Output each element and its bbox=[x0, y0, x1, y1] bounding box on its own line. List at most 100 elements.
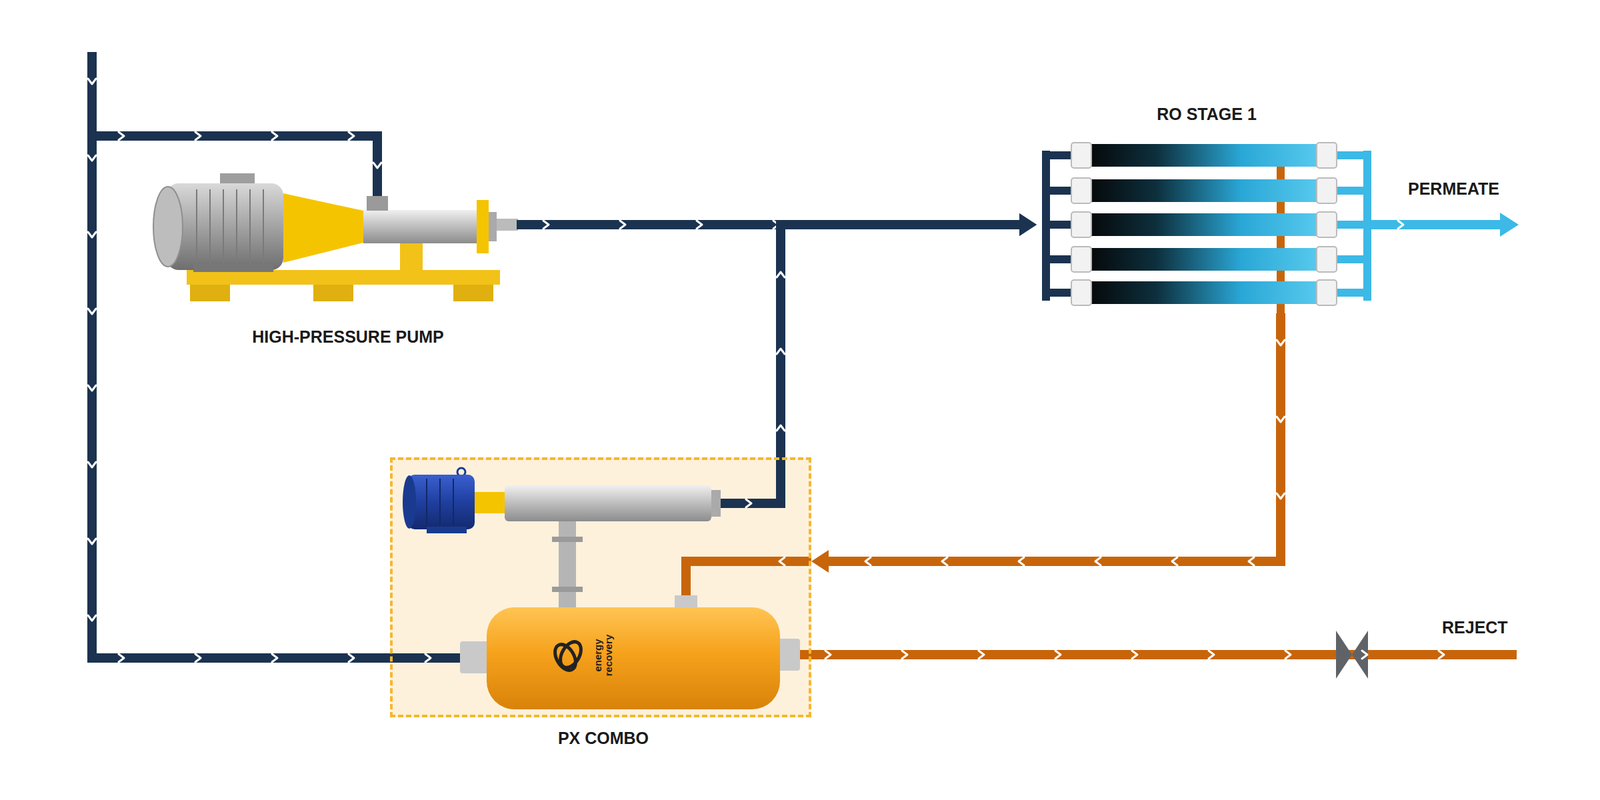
motor-feet bbox=[193, 264, 274, 272]
node-heading: RO STAGE 1 bbox=[1156, 104, 1257, 124]
pump-baseplate bbox=[186, 270, 500, 285]
flow-chevron bbox=[825, 650, 831, 659]
process-node: RO STAGE 1 bbox=[1036, 100, 1377, 314]
motor-rib bbox=[236, 189, 238, 264]
pump-foot bbox=[453, 284, 494, 302]
flow-chevron bbox=[1276, 416, 1285, 422]
motor-rib bbox=[452, 478, 454, 526]
booster-coupling bbox=[474, 492, 505, 514]
vessel-cap bbox=[1071, 246, 1092, 272]
pump-foot bbox=[313, 284, 354, 302]
flow-chevron bbox=[865, 557, 871, 566]
flow-chevron bbox=[88, 385, 96, 391]
flow-chevron bbox=[1172, 557, 1178, 566]
vessel-cap bbox=[1071, 280, 1092, 306]
flow-chevron bbox=[195, 132, 201, 140]
flow-chevron bbox=[776, 425, 785, 431]
vessel-cap bbox=[1316, 178, 1337, 204]
motor-feet bbox=[426, 526, 467, 534]
feed-line bbox=[92, 52, 460, 658]
vessel-cap bbox=[1071, 212, 1092, 238]
flow-chevron bbox=[942, 557, 948, 566]
flow-chevron bbox=[779, 557, 785, 566]
membrane-vessel bbox=[1046, 246, 1367, 272]
manifold-stub bbox=[1046, 255, 1074, 264]
flow-chevron bbox=[902, 650, 908, 659]
discharge-flange bbox=[488, 212, 497, 242]
text-slot: HIGH-PRESSURE PUMP bbox=[252, 326, 444, 347]
flow-chevron bbox=[776, 348, 785, 354]
flow-chevron bbox=[88, 615, 96, 621]
flow-chevron bbox=[348, 132, 354, 140]
manifold-stub bbox=[1333, 255, 1367, 264]
logo-text: energy recovery bbox=[592, 623, 614, 688]
flow-chevron bbox=[776, 272, 785, 278]
logo-mark bbox=[556, 638, 586, 671]
flow-chevron bbox=[88, 78, 96, 84]
flow-chevron bbox=[1018, 557, 1024, 566]
flow-chevron bbox=[696, 220, 702, 229]
manifold-stub bbox=[1046, 288, 1074, 297]
flow-chevron bbox=[1095, 557, 1101, 566]
booster-motor-end bbox=[402, 475, 416, 529]
flow-chevron bbox=[348, 654, 354, 662]
flow-chevron bbox=[1208, 650, 1214, 659]
px-vessel bbox=[486, 607, 780, 710]
valve-symbol bbox=[1352, 630, 1368, 679]
motor-rib bbox=[222, 189, 224, 264]
flow-chevron bbox=[118, 654, 124, 662]
membrane-vessel bbox=[1046, 178, 1367, 204]
manifold-stub bbox=[1333, 220, 1367, 229]
membrane-vessel bbox=[1046, 212, 1367, 238]
flow-chevron bbox=[543, 220, 549, 229]
text-slot: PERMEATE bbox=[1408, 178, 1500, 199]
flow-chevron bbox=[1362, 650, 1368, 659]
flow-chevron bbox=[88, 155, 96, 161]
flow-chevron bbox=[118, 132, 124, 140]
vessel-cap bbox=[1316, 246, 1337, 272]
text-slot: PX COMBO bbox=[558, 728, 649, 748]
flow-chevron bbox=[88, 538, 96, 544]
manifold-stub bbox=[1333, 288, 1367, 297]
tee-pipe bbox=[558, 521, 576, 610]
vessel-cap bbox=[1316, 280, 1337, 306]
manifold-stub bbox=[1333, 151, 1367, 160]
motor-end-cap bbox=[153, 186, 183, 267]
manifold-stub bbox=[1046, 220, 1074, 229]
flow-chevron bbox=[746, 499, 752, 508]
membrane-vessel bbox=[1046, 142, 1367, 168]
flow-chevron bbox=[1132, 650, 1138, 659]
vessel-cap bbox=[1316, 142, 1337, 168]
booster-flange bbox=[711, 490, 721, 517]
motor-rib bbox=[262, 189, 264, 264]
flow-pipe bbox=[780, 224, 1021, 458]
pump-foot bbox=[190, 284, 230, 302]
suction-flange bbox=[366, 196, 388, 211]
brine-inlet-line bbox=[686, 561, 812, 596]
flow-chevron bbox=[620, 220, 626, 229]
reject-line bbox=[798, 650, 1517, 660]
manifold-stub bbox=[1046, 151, 1074, 160]
vessel-inlet-nozzle bbox=[460, 641, 490, 674]
node-heading: HIGH-PRESSURE PUMP bbox=[252, 326, 444, 347]
flow-pipe bbox=[827, 313, 1281, 562]
booster-casing bbox=[504, 485, 712, 522]
flow-chevron bbox=[978, 650, 984, 659]
valve-symbol bbox=[1336, 630, 1352, 679]
flow-chevron bbox=[1438, 650, 1444, 659]
process-node: PX COMBO bbox=[390, 457, 812, 718]
permeate-line bbox=[1371, 220, 1500, 230]
flow-chevron bbox=[195, 654, 201, 662]
text-slot: energy recovery bbox=[592, 623, 614, 688]
flow-chevron bbox=[88, 232, 96, 238]
discharge-flange bbox=[476, 200, 489, 254]
text-slot: REJECT bbox=[1442, 617, 1508, 638]
flow-chevron bbox=[272, 132, 278, 140]
motor-rib bbox=[426, 478, 428, 526]
text-slot: RO STAGE 1 bbox=[1156, 104, 1257, 124]
stream-label: REJECT bbox=[1442, 617, 1508, 638]
vessel-body bbox=[1083, 144, 1327, 167]
px-combo-ground bbox=[390, 457, 812, 718]
pump-barrel bbox=[363, 210, 477, 244]
